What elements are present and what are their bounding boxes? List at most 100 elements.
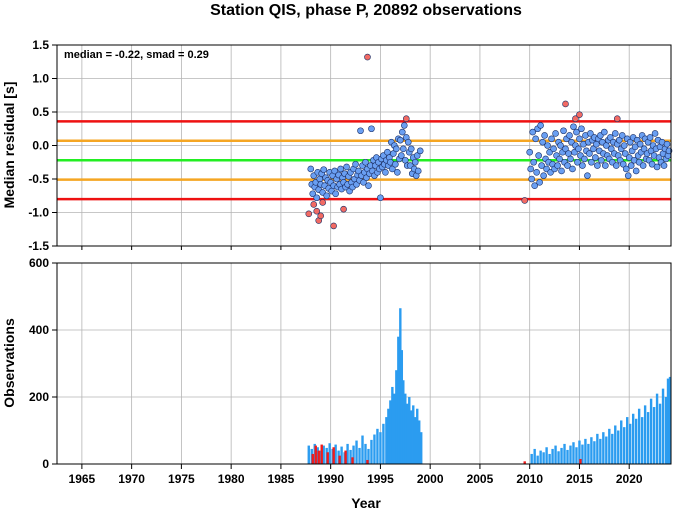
- residual-point: [651, 130, 659, 137]
- residual-point: [530, 158, 537, 166]
- observation-bar: [389, 400, 392, 464]
- residual-point: [537, 122, 544, 129]
- observation-bar: [322, 445, 325, 464]
- residual-point: [562, 145, 569, 153]
- observation-bar: [400, 350, 404, 464]
- observation-bar: [668, 376, 672, 464]
- residual-point: [532, 135, 539, 143]
- residual-point: [319, 199, 327, 206]
- residual-points: [305, 53, 673, 230]
- residual-y-axis-label: Median residual [s]: [1, 82, 17, 209]
- observation-bar: [530, 453, 533, 464]
- observation-bar: [382, 423, 385, 464]
- residual-point: [360, 179, 367, 186]
- x-axis-label: Year: [351, 495, 381, 511]
- residual-point: [606, 134, 614, 141]
- observation-bar: [599, 438, 602, 464]
- observation-bar: [404, 393, 407, 464]
- residual-point: [332, 190, 339, 198]
- observation-bar: [402, 380, 405, 464]
- residual-point: [317, 212, 325, 220]
- observation-bar: [536, 455, 539, 464]
- observation-bar: [548, 453, 551, 464]
- observation-bar: [367, 448, 370, 464]
- residual-point: [539, 138, 546, 146]
- observation-bar: [349, 449, 352, 464]
- observation-bar: [351, 457, 354, 464]
- residual-point: [527, 165, 534, 173]
- observation-bar: [542, 452, 545, 464]
- observations-bars: [307, 308, 672, 464]
- residual-point: [612, 162, 620, 169]
- observation-bar: [397, 336, 400, 464]
- observation-bar: [523, 461, 526, 464]
- observations-plot-frame: [56, 262, 672, 465]
- x-tick-label: 2005: [467, 472, 494, 486]
- observation-bar: [412, 405, 415, 464]
- residual-point: [397, 136, 404, 144]
- residual-point: [402, 115, 410, 122]
- residual-point: [364, 53, 371, 61]
- residual-point: [621, 150, 629, 157]
- residual-point: [390, 150, 397, 157]
- residual-point: [575, 145, 582, 153]
- observation-bar: [572, 442, 575, 464]
- residual-point: [581, 155, 588, 163]
- residual-point: [394, 169, 401, 176]
- observation-bar: [314, 445, 317, 464]
- stats-annotation: median = -0.22, smad = 0.29: [64, 49, 209, 61]
- residual-point: [588, 158, 595, 166]
- residual-point: [618, 132, 626, 139]
- observation-bar: [346, 443, 349, 464]
- y-tick-label: 600: [29, 256, 49, 270]
- observation-bar: [614, 425, 617, 464]
- residual-point: [556, 155, 563, 163]
- observation-bar: [626, 417, 629, 464]
- residual-point: [382, 169, 389, 176]
- residual-point: [550, 145, 557, 153]
- residual-point: [576, 135, 583, 143]
- x-tick-label: 2020: [616, 472, 643, 486]
- residual-point: [536, 179, 543, 186]
- observation-bar: [355, 440, 358, 464]
- observation-bar: [395, 370, 398, 464]
- observation-bar: [557, 451, 560, 464]
- observation-bar: [593, 441, 596, 464]
- observation-bar: [393, 393, 396, 464]
- residual-point: [576, 111, 583, 118]
- residual-point: [639, 162, 647, 169]
- residual-point: [566, 132, 573, 139]
- residual-point: [393, 145, 400, 153]
- residual-point: [331, 167, 338, 175]
- observation-bar: [416, 408, 419, 464]
- residual-point: [362, 158, 369, 166]
- residual-point: [309, 190, 317, 198]
- y-tick-label: 0.5: [32, 105, 49, 119]
- residual-point: [414, 167, 422, 175]
- observations-plot-area: [57, 263, 671, 464]
- residual-point: [538, 162, 545, 169]
- observation-bar: [649, 398, 653, 464]
- observation-bar: [563, 443, 566, 464]
- residual-point: [611, 130, 619, 137]
- observations-y-axis-label: Observations: [1, 318, 17, 408]
- y-tick-label: 1.0: [32, 72, 49, 86]
- residual-point: [323, 192, 330, 200]
- residual-point: [646, 134, 654, 141]
- residual-point: [601, 128, 608, 136]
- observation-bar: [311, 453, 314, 464]
- residual-point: [663, 140, 671, 148]
- residual-point: [365, 182, 372, 189]
- observation-bar: [418, 420, 421, 464]
- observation-bar: [420, 432, 423, 464]
- x-tick-label: 1980: [218, 472, 245, 486]
- chart-title: Station QIS, phase P, 20892 observations: [210, 2, 522, 19]
- residual-point: [313, 207, 321, 215]
- observation-bar: [631, 413, 635, 464]
- residual-point: [377, 194, 384, 202]
- x-tick-label: 1990: [317, 472, 344, 486]
- observation-bar: [575, 447, 578, 464]
- residual-point: [627, 162, 635, 169]
